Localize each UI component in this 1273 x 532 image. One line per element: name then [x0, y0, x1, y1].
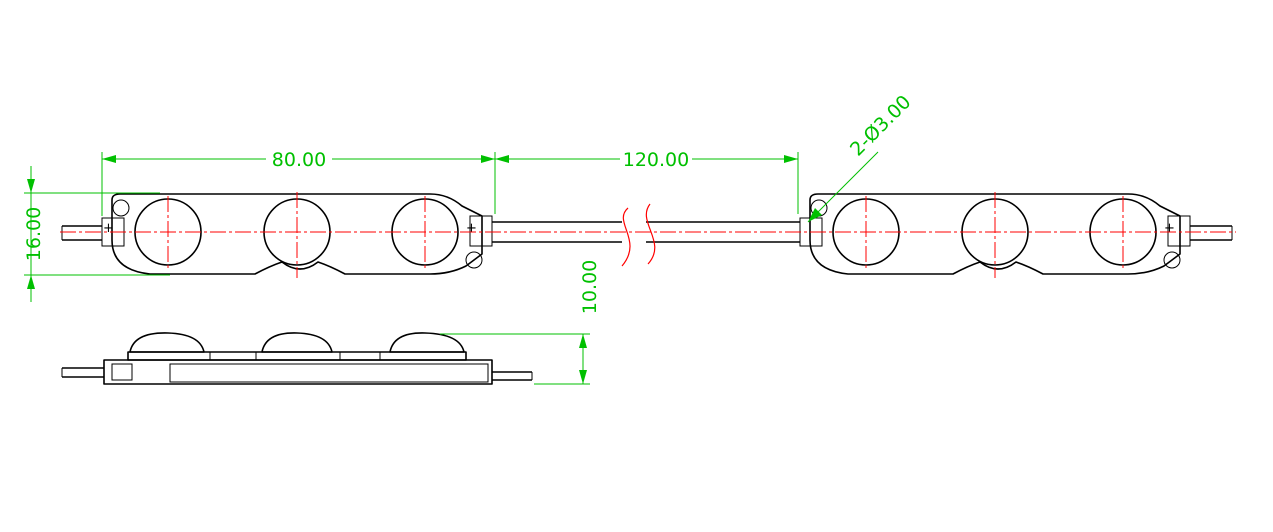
dimension-module-height: 10.00 [440, 260, 601, 385]
module-height-label: 10.00 [579, 260, 601, 314]
dimension-module-length: 80.00 [101, 146, 496, 216]
dimension-module-spacing: 120.00 [495, 146, 799, 214]
connecting-wire [492, 203, 800, 267]
right-module-top-view: + [799, 193, 1233, 275]
center-lines [60, 192, 1236, 278]
left-module-plus-mark-2: + [103, 221, 114, 236]
left-module-top-view: + + [61, 193, 493, 275]
wire-break-symbol [621, 203, 656, 267]
mounting-hole-label: 2-Ø3.00 [846, 91, 915, 160]
module-length-label: 80.00 [272, 149, 326, 171]
module-width-label: 16.00 [23, 207, 45, 261]
module-side-view [61, 332, 533, 385]
module-spacing-label: 120.00 [623, 149, 689, 171]
dimension-module-width: 16.00 [23, 166, 170, 302]
right-module-plus-mark: + [1164, 221, 1175, 236]
left-module-plus-mark: + [466, 221, 477, 236]
